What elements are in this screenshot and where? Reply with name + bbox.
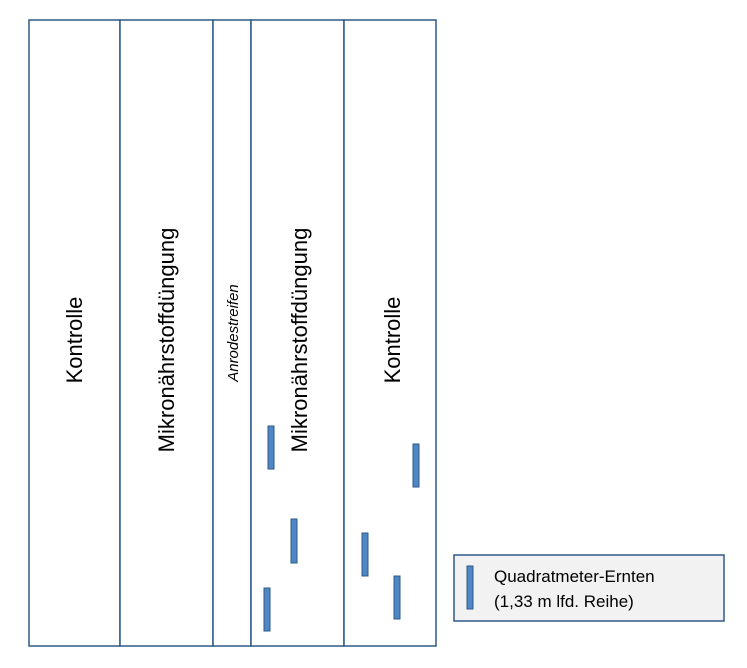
legend-label-line2: (1,33 m lfd. Reihe) xyxy=(494,592,634,611)
harvest-plot-marker xyxy=(263,587,271,632)
harvest-plot-marker xyxy=(267,425,275,470)
legend: Quadratmeter-Ernten (1,33 m lfd. Reihe) xyxy=(453,554,725,622)
legend-label-line1: Quadratmeter-Ernten xyxy=(494,567,655,586)
legend-box xyxy=(453,554,725,622)
harvest-plot-marker xyxy=(361,532,369,577)
strip-label-kontrolle-left: Kontrolle xyxy=(62,297,87,384)
strip-kontrolle-right xyxy=(343,19,437,647)
strip-label-mikronaehrstoff-right: Mikronährstoffdüngung xyxy=(287,228,312,453)
strip-kontrolle-left xyxy=(28,19,121,647)
strip-label-mikronaehrstoff-left: Mikronährstoffdüngung xyxy=(154,228,179,453)
strip-label-kontrolle-right: Kontrolle xyxy=(380,297,405,384)
legend-marker xyxy=(466,565,474,610)
harvest-plot-marker xyxy=(393,575,401,620)
strip-label-anrodestreifen: Anrodestreifen xyxy=(225,284,242,383)
harvest-plot-marker xyxy=(412,443,420,488)
strip-mikronaehrstoff-left xyxy=(119,19,214,647)
harvest-plot-marker xyxy=(290,518,298,564)
strip-anrodestreifen xyxy=(212,19,252,647)
